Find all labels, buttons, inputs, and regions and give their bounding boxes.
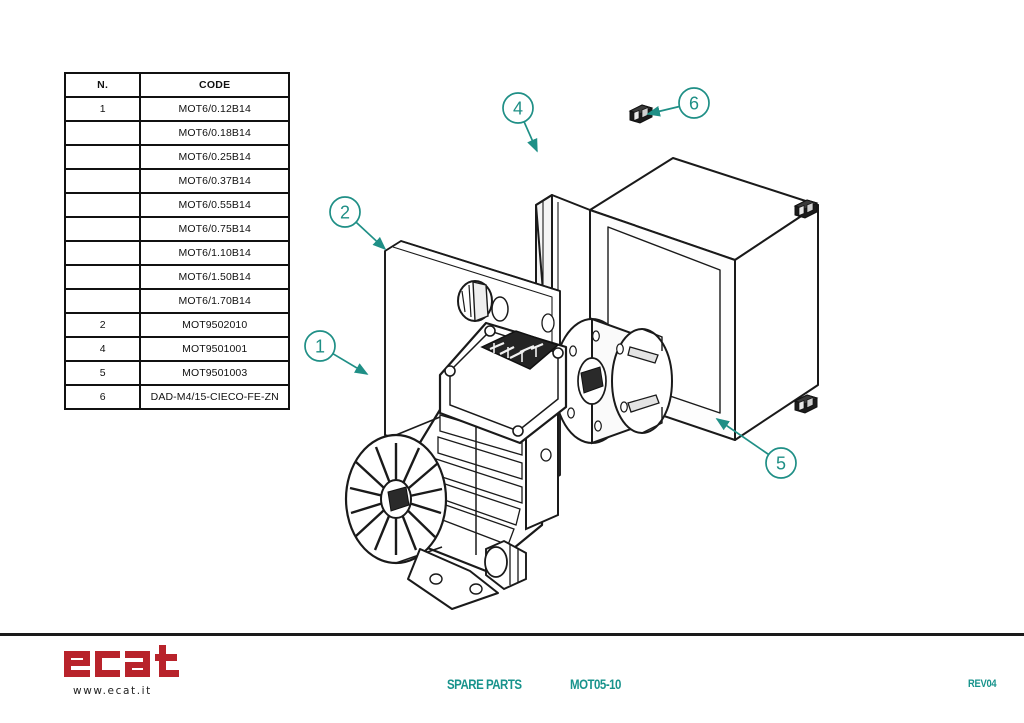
electric-motor <box>344 280 568 610</box>
cell-number <box>63 168 142 194</box>
ecat-logo-icon <box>64 645 179 677</box>
cell-code: MOT6/0.12B14 <box>139 96 290 122</box>
cell-code: MOT6/0.37B14 <box>139 168 290 194</box>
cell-number <box>63 120 142 146</box>
callout-label: 6 <box>689 94 699 114</box>
callout-label: 4 <box>513 99 523 119</box>
cell-code: MOT6/0.55B14 <box>139 192 290 218</box>
table-row: MOT6/0.55B14 <box>63 192 290 218</box>
ecat-url: www.ecat.it <box>73 685 152 697</box>
cell-code: MOT9501001 <box>139 336 290 362</box>
callout-label: 1 <box>315 337 325 357</box>
cell-number: 4 <box>63 336 142 362</box>
cell-number: 2 <box>63 312 142 338</box>
cell-code: MOT6/0.75B14 <box>139 216 290 242</box>
footer-divider <box>0 633 1024 636</box>
cell-number <box>63 216 142 242</box>
revision-label: REV04 <box>968 678 997 690</box>
cell-code: MOT6/0.18B14 <box>139 120 290 146</box>
table-row: MOT6/0.25B14 <box>63 144 290 170</box>
cell-number <box>63 240 142 266</box>
cell-number: 1 <box>63 96 142 122</box>
callout-leader-line <box>355 221 387 251</box>
callout-bubble <box>678 87 710 119</box>
cell-number <box>63 192 142 218</box>
callout-2: 2 <box>329 196 387 251</box>
callout-bubble <box>502 92 534 124</box>
cell-code: MOT6/1.70B14 <box>139 288 290 314</box>
callout-layer: 1 2 4 5 6 <box>304 87 797 479</box>
footer-center: SPARE PARTS MOT05-10 <box>447 676 687 698</box>
cable-gland-lower <box>484 539 527 591</box>
callout-leader-line <box>523 121 538 153</box>
cable-gland-upper <box>457 280 493 322</box>
drawing-code: MOT05-10 <box>570 676 621 692</box>
cell-number <box>63 144 142 170</box>
column-header-code: CODE <box>139 72 290 98</box>
cell-code: MOT9502010 <box>139 312 290 338</box>
cell-number <box>63 264 142 290</box>
table-row: MOT6/1.10B14 <box>63 240 290 266</box>
table-header-row: N. CODE <box>63 72 290 98</box>
callout-leader-line <box>646 105 680 117</box>
callout-1: 1 <box>304 330 369 375</box>
callout-leader-line <box>715 418 770 456</box>
cell-code: MOT6/1.50B14 <box>139 264 290 290</box>
cell-code: MOT6/1.10B14 <box>139 240 290 266</box>
callout-6: 6 <box>646 87 710 119</box>
callout-bubble <box>329 196 361 228</box>
cell-code: DAD-M4/15-CIECO-FE-ZN <box>139 384 290 410</box>
table-row: MOT6/0.18B14 <box>63 120 290 146</box>
callout-bubble <box>304 330 336 362</box>
table-row: MOT6/0.75B14 <box>63 216 290 242</box>
callout-4: 4 <box>502 92 538 153</box>
callout-label: 2 <box>340 203 350 223</box>
table-row: MOT6/1.70B14 <box>63 288 290 314</box>
cell-number: 5 <box>63 360 142 386</box>
motor-flange <box>553 317 673 445</box>
table-row: MOT6/1.50B14 <box>63 264 290 290</box>
ecat-logo-block: www.ecat.it <box>64 645 244 697</box>
table-row: MOT6/0.37B14 <box>63 168 290 194</box>
column-header-number: N. <box>63 72 142 98</box>
callout-label: 5 <box>776 454 786 474</box>
cell-number <box>63 288 142 314</box>
cell-code: MOT9501003 <box>139 360 290 386</box>
sheet-title: SPARE PARTS <box>447 676 522 692</box>
assembly-drawing: 1 2 4 5 6 <box>290 55 1020 615</box>
callout-5: 5 <box>715 418 797 479</box>
callout-bubble <box>765 447 797 479</box>
cell-code: MOT6/0.25B14 <box>139 144 290 170</box>
callout-leader-line <box>332 352 369 375</box>
cell-number: 6 <box>63 384 142 410</box>
